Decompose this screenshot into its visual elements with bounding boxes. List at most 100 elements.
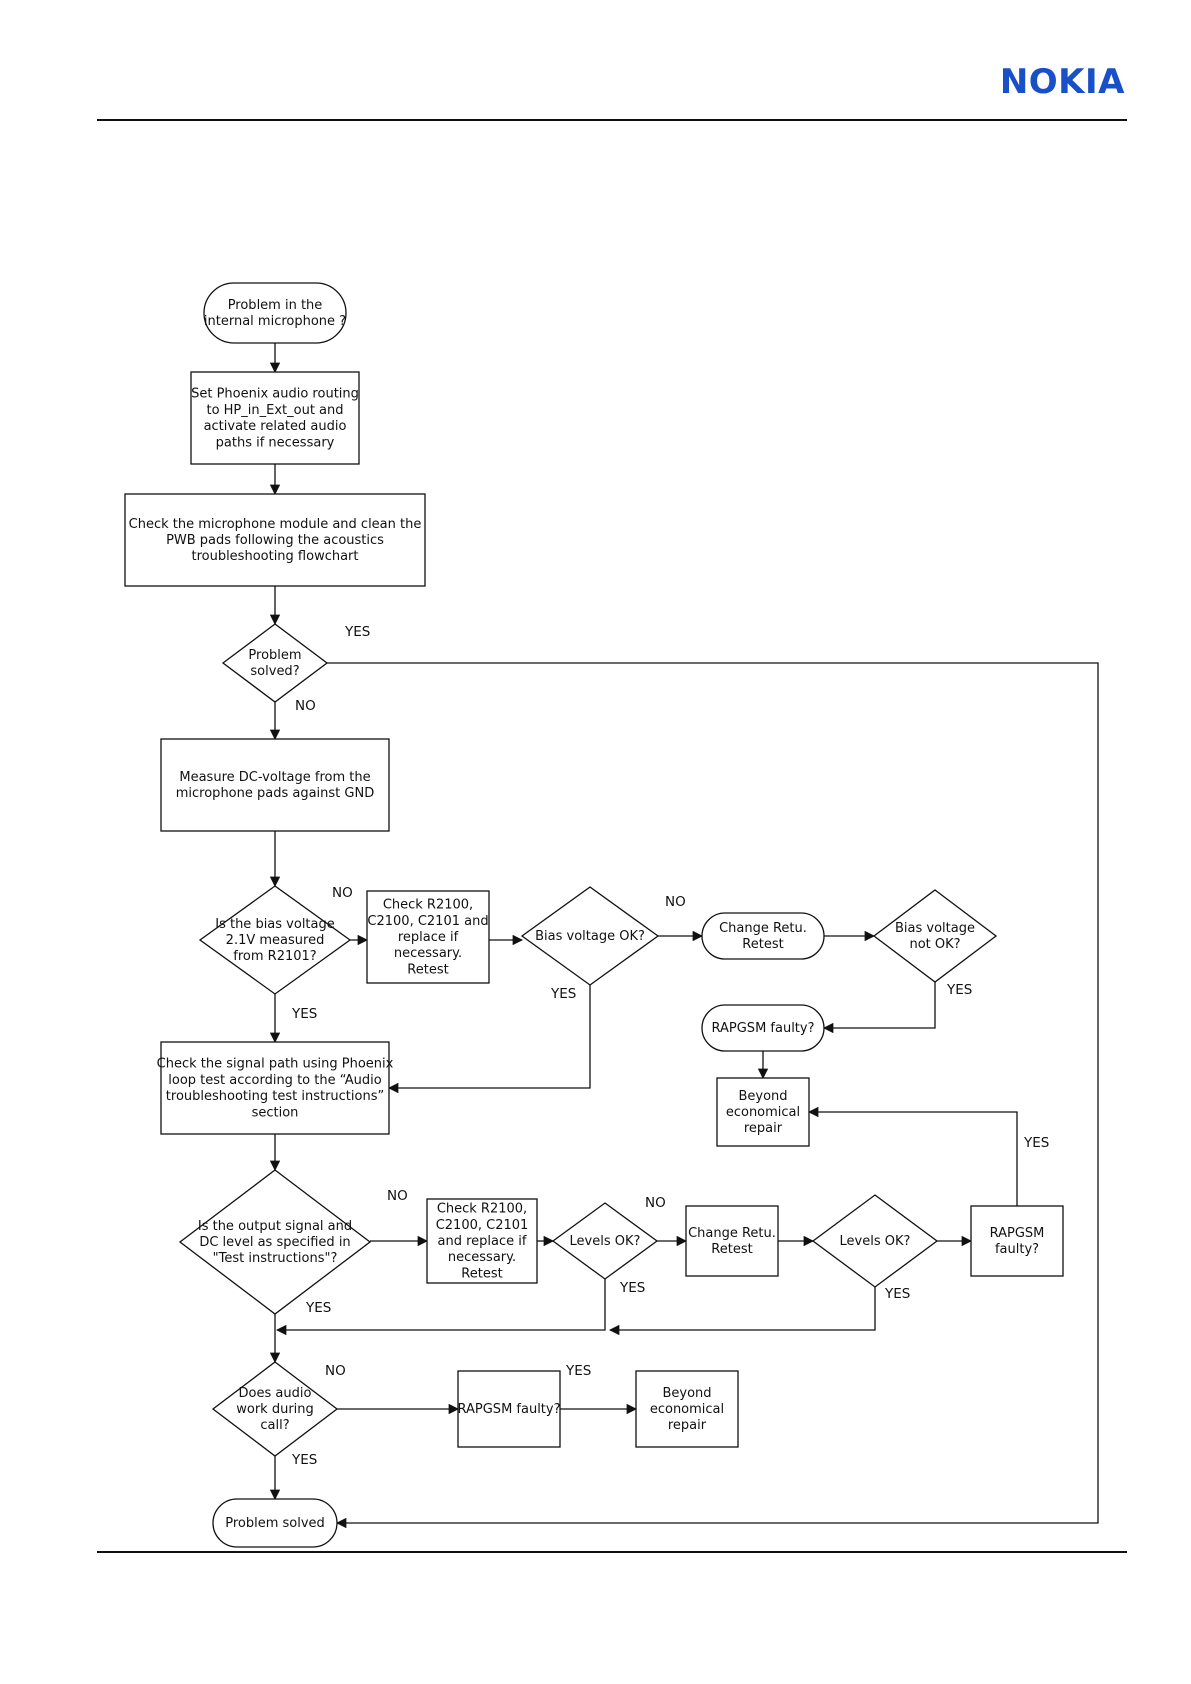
edge-label-no-output: NO [387,1188,408,1204]
node-text-line: and replace if [438,1234,527,1249]
edge-label-yes-audio: YES [291,1452,317,1468]
node-text-line: necessary. [448,1250,516,1265]
node-text-line: replace if [398,930,459,945]
edge-label-no-bias-ok: NO [665,894,686,910]
node-text-line: troubleshooting flowchart [191,549,358,564]
node-change-retu-a-shape [701,912,825,960]
node-text-line: Check R2100, [383,897,473,912]
edge-label-yes-problem-solved: YES [344,624,370,640]
node-check-r2100-b-shape [426,1198,538,1284]
flow-connector [275,1279,606,1336]
node-rapgsm-c-label: RAPGSM faulty? [458,1402,561,1417]
node-text-line: Problem solved [225,1516,325,1531]
node-text-line: faulty? [995,1242,1039,1257]
node-check-signal-shape [160,1041,390,1135]
node-text-line: solved? [250,664,299,679]
node-check-module-shape [124,493,426,587]
node-text-line: Does audio [239,1385,312,1400]
node-rapgsm-c-shape [457,1370,561,1448]
header-rule [97,119,1127,121]
node-text-line: Change Retu. [688,1225,776,1240]
node-text-line: RAPGSM [990,1225,1045,1240]
node-text-line: "Test instructions"? [213,1251,338,1266]
edge-label-no-audio: NO [325,1363,346,1379]
node-text-line: C2100, C2101 [436,1217,529,1232]
node-text-line: Problem [248,647,301,662]
node-change-retu-a-label: Change Retu.Retest [719,920,807,951]
node-text-line: from R2101? [233,949,316,964]
node-text-line: call? [260,1418,289,1433]
flow-connector [807,1106,1018,1206]
edge-label-no-bias: NO [332,885,353,901]
node-text-line: repair [744,1121,783,1136]
edge-label-yes-output: YES [305,1300,331,1316]
flow-connector [387,985,591,1094]
node-beyond-b-shape [635,1370,739,1448]
node-levels-ok-b-label: Levels OK? [840,1234,911,1249]
node-text-line: repair [668,1418,707,1433]
footer-rule [97,1551,1127,1553]
node-end-shape [212,1498,338,1548]
node-bias-ok-q-shape [520,886,660,986]
node-text-line: not OK? [909,937,960,952]
node-text-line: Set Phoenix audio routing [191,386,359,401]
node-text-line: Check R2100, [437,1201,527,1216]
edge-label-yes-bias-ok: YES [550,986,576,1002]
node-bias-not-ok-q-label: Bias voltage not OK? [895,920,975,951]
node-rapgsm-a-shape [701,1004,825,1052]
node-text-line: Beyond [662,1385,711,1400]
edge-label-no-levels-a: NO [645,1195,666,1211]
node-text-line: Check the signal path using Phoenix [157,1056,394,1071]
node-text-line: Levels OK? [570,1234,641,1249]
node-text-line: Retest [461,1266,502,1281]
node-rapgsm-b-shape [970,1205,1064,1277]
node-text-line: activate related audio [204,419,347,434]
edge-label-yes-rapgsm-b: YES [1023,1135,1049,1151]
node-text-line: PWB pads following the acoustics [166,533,384,548]
node-beyond-a-shape [716,1077,810,1147]
edge-label-yes-bias-not-ok: YES [946,982,972,998]
node-levels-ok-a-shape [551,1202,659,1280]
flow-connector [822,982,936,1034]
node-text-line: Check the microphone module and clean th… [129,516,422,531]
node-text-line: loop test according to the “Audio [168,1072,382,1087]
edge-label-yes-audio-rapgsm: YES [565,1363,591,1379]
node-text-line: Bias voltage OK? [535,929,645,944]
node-text-line: economical [650,1402,724,1417]
node-text-line: to HP_in_Ext_out and [206,402,343,417]
node-check-r2100-a-shape [366,890,490,984]
edge-label-yes-levels-b: YES [884,1286,910,1302]
node-text-line: RAPGSM faulty? [712,1021,815,1036]
node-text-line: necessary. [394,946,462,961]
node-text-line: C2100, C2101 and [367,913,488,928]
node-audio-call-q-shape [211,1361,339,1457]
node-text-line: paths if necessary [216,435,335,450]
node-bias-not-ok-q-shape [872,889,998,983]
node-text-line: DC level as specified in [199,1235,350,1250]
node-set-routing-shape [190,371,360,465]
node-text-line: microphone pads against GND [176,786,374,801]
node-text-line: Levels OK? [840,1234,911,1249]
node-text-line: Problem in the [228,297,323,312]
node-problem-solved-q-label: Problem solved? [248,647,301,678]
node-change-retu-b-label: Change Retu. Retest [688,1225,776,1256]
node-text-line: Beyond [738,1088,787,1103]
node-text-line: Bias voltage [895,920,975,935]
node-text-line: Retest [711,1242,752,1257]
node-check-module-label: Check the microphone module and clean th… [129,516,422,563]
node-text-line: troubleshooting test instructions” [166,1089,384,1104]
node-rapgsm-b-label: RAPGSM faulty? [990,1225,1045,1256]
node-output-q-shape [178,1169,372,1315]
node-text-line: economical [726,1105,800,1120]
